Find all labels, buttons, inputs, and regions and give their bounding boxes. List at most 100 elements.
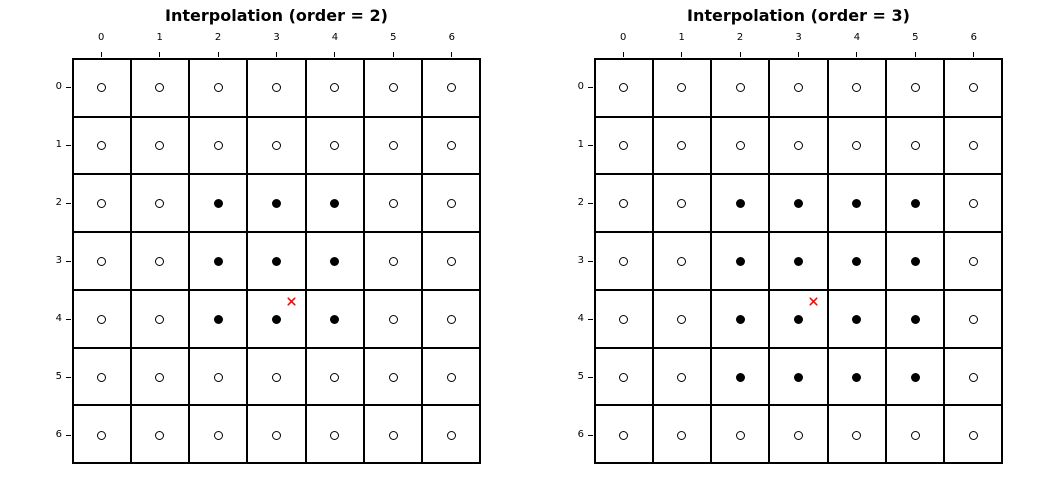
grid-cell — [885, 347, 944, 406]
plot-title: Interpolation (order = 3) — [687, 6, 910, 25]
filled-point — [213, 314, 223, 324]
x-tick-label: 1 — [156, 32, 163, 43]
grid-cell — [943, 59, 1002, 117]
grid-cell — [247, 232, 306, 290]
y-tick-mark — [66, 144, 71, 146]
y-tick-label: 2 — [577, 197, 584, 208]
grid-cell — [653, 59, 712, 117]
grid-cell — [73, 174, 132, 233]
open-point — [447, 430, 457, 440]
open-point — [447, 256, 457, 266]
open-point — [969, 140, 979, 150]
open-point — [969, 430, 979, 440]
grid-cell — [131, 116, 190, 175]
open-point — [969, 198, 979, 208]
y-tick-mark — [588, 202, 593, 204]
grid-cell — [827, 347, 886, 406]
open-point — [155, 314, 165, 324]
open-point — [618, 82, 628, 92]
grid-cell — [73, 232, 132, 290]
grid-cell — [189, 59, 248, 117]
grid-cell — [247, 289, 306, 348]
open-point — [447, 314, 457, 324]
open-point — [969, 372, 979, 382]
grid-cell — [73, 347, 132, 406]
open-point — [155, 372, 165, 382]
grid-cell — [595, 116, 654, 175]
filled-point — [272, 256, 281, 266]
grid-cell — [73, 289, 132, 348]
grid-cell — [769, 174, 828, 233]
y-tick-mark — [66, 202, 71, 204]
x-tick-mark — [856, 52, 858, 57]
y-tick-mark — [588, 318, 593, 320]
grid-cell — [189, 116, 248, 175]
grid-cell — [827, 116, 886, 175]
grid-cell — [305, 59, 364, 117]
filled-point — [852, 256, 862, 266]
filled-point — [794, 372, 803, 382]
grid-cell — [305, 405, 364, 463]
x-tick-label: 3 — [795, 32, 802, 43]
grid-cell — [131, 405, 190, 463]
filled-point — [272, 314, 281, 324]
grid-cell — [653, 116, 712, 175]
y-tick-mark — [66, 260, 71, 262]
y-tick-mark — [66, 434, 71, 436]
open-point — [618, 314, 628, 324]
x-tick-label: 3 — [273, 32, 280, 43]
grid-cell — [305, 232, 364, 290]
grid-cell — [885, 116, 944, 175]
open-point — [447, 82, 457, 92]
open-point — [388, 140, 398, 150]
grid-cell — [189, 347, 248, 406]
grid-cell — [247, 174, 306, 233]
grid-cell — [595, 232, 654, 290]
y-tick-mark — [588, 86, 593, 88]
open-point — [96, 430, 106, 440]
x-tick-label: 4 — [331, 32, 339, 43]
grid-cell — [421, 347, 480, 406]
open-point — [96, 140, 106, 150]
open-point — [735, 430, 745, 440]
x-tick-label: 6 — [448, 32, 455, 43]
grid-cell — [305, 289, 364, 348]
open-point — [677, 372, 687, 382]
plot-title: Interpolation (order = 2) — [165, 6, 388, 25]
grid-cell — [421, 174, 480, 233]
open-point — [388, 430, 398, 440]
grid-cell — [247, 59, 306, 117]
grid-cell — [769, 347, 828, 406]
filled-point — [852, 314, 862, 324]
grid-cell — [189, 289, 248, 348]
grid-cell — [943, 347, 1002, 406]
open-point — [910, 430, 920, 440]
open-point — [618, 256, 628, 266]
y-tick-mark — [66, 376, 71, 378]
grid-cell — [943, 116, 1002, 175]
open-point — [447, 140, 457, 150]
filled-point — [213, 256, 223, 266]
grid-cell — [363, 116, 422, 175]
grid-cell — [189, 174, 248, 233]
grid-cell — [711, 232, 770, 290]
open-point — [910, 140, 920, 150]
y-tick-label: 1 — [577, 139, 584, 150]
open-point — [272, 82, 281, 92]
grid-cell — [653, 405, 712, 463]
open-point — [388, 256, 398, 266]
grid-cell — [769, 405, 828, 463]
grid-cell — [711, 405, 770, 463]
x-tick-label: 5 — [390, 32, 397, 43]
grid-cell — [421, 59, 480, 117]
open-point — [735, 140, 745, 150]
open-point — [618, 140, 628, 150]
y-tick-label: 5 — [55, 371, 62, 382]
open-point — [852, 430, 862, 440]
filled-point — [735, 372, 745, 382]
grid-cell — [73, 116, 132, 175]
grid-cell — [827, 174, 886, 233]
grid-cell — [131, 59, 190, 117]
x-tick-mark — [622, 52, 624, 57]
